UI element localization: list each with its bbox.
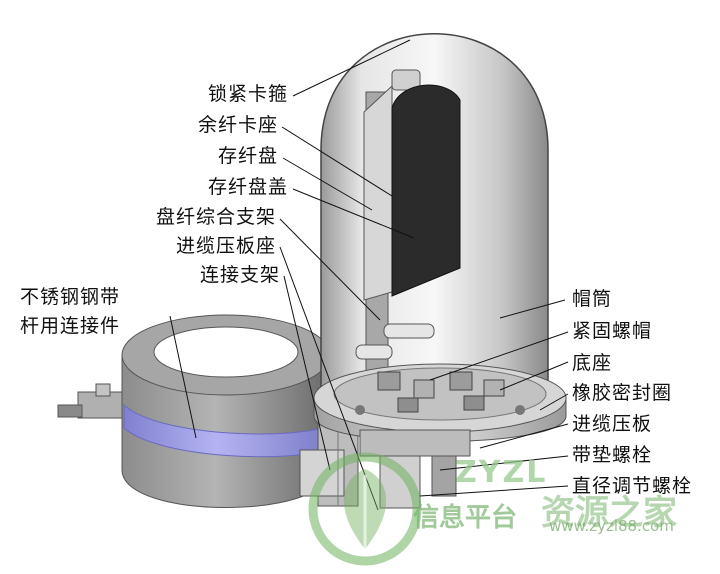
label-locking-clamp: 锁紧卡箍 [207, 83, 288, 105]
label-fiber-storage-tray: 存纤盘 [217, 145, 278, 167]
label-fastening-nut: 紧固螺帽 [572, 320, 653, 342]
label-tray-cover: 存纤盘盖 [207, 176, 288, 198]
base-plate [313, 363, 567, 442]
watermark-line2: 资源之家 [541, 493, 677, 533]
watermark-logo-icon [308, 452, 422, 566]
fiber-tray [391, 84, 461, 297]
watermark-url: www.zyzl88.com [549, 517, 674, 535]
label-dome-cap: 帽筒 [572, 288, 613, 310]
watermark-line1: 信息平台 [413, 503, 518, 533]
label-diameter-adjust-bolt: 直径调节螺栓 [572, 475, 693, 497]
label-rubber-seal: 橡胶密封圈 [572, 382, 673, 404]
label-cable-entry-plate: 进缆压板 [572, 413, 653, 435]
watermark-brand: ZYZL [455, 455, 548, 490]
label-fiber-management-frame: 盘纤综合支架 [155, 206, 276, 228]
leader-lines [169, 39, 569, 511]
label-spare-fiber-holder: 余纤卡座 [197, 114, 278, 136]
label-steel-band: 不锈钢钢带 [20, 286, 121, 308]
label-washer-bolt: 带垫螺栓 [572, 444, 653, 466]
bracket-bolt [57, 383, 123, 419]
label-connecting-bracket: 连接支架 [199, 264, 280, 286]
label-cable-entry-clamp-seat: 进缆压板座 [175, 235, 276, 257]
pole-clamp [121, 314, 331, 508]
fiber-support-frame [355, 69, 435, 393]
label-pole-connector: 杆用连接件 [20, 315, 121, 337]
label-base: 底座 [572, 352, 613, 374]
watermark: ZYZL 信息平台 资源之家 www.zyzl88.com [305, 445, 720, 574]
